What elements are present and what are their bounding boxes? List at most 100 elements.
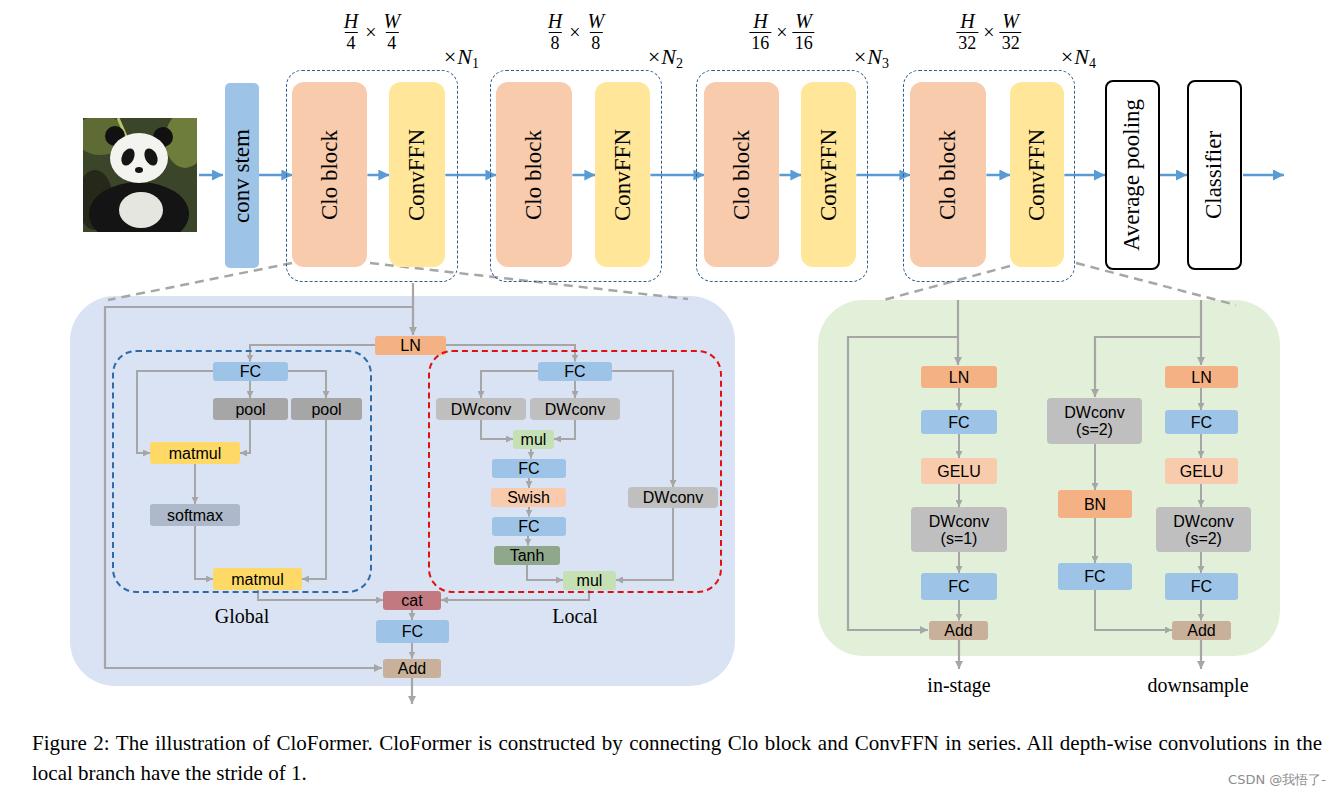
resolution-label: H16× W16 bbox=[749, 11, 814, 53]
dwconv-box: DWconv bbox=[530, 398, 620, 420]
arrow-connector bbox=[1200, 434, 1202, 458]
zoom-line bbox=[108, 263, 292, 300]
arrow-connector bbox=[530, 449, 532, 459]
mul-box: mul bbox=[563, 571, 616, 590]
softmax-box: softmax bbox=[150, 504, 240, 526]
block-label: Average pooling bbox=[1120, 99, 1146, 251]
block-label: DWconv (s=2) bbox=[1051, 404, 1138, 438]
block-label: matmul bbox=[231, 571, 283, 588]
repeat-subscript: 3 bbox=[882, 56, 889, 71]
arrow-connector bbox=[1160, 174, 1187, 177]
fraction-numerator: W bbox=[1000, 11, 1021, 32]
block-label: ConvFFN bbox=[610, 129, 636, 221]
panda-nose bbox=[135, 167, 143, 173]
fraction: W32 bbox=[1000, 11, 1022, 53]
block-label: FC bbox=[1191, 414, 1212, 431]
arrow-connector bbox=[1064, 174, 1105, 177]
matmul-box: matmul bbox=[150, 442, 240, 464]
block-label: Swish bbox=[507, 489, 550, 506]
column-label: downsample bbox=[1147, 674, 1248, 697]
block-label: matmul bbox=[169, 445, 221, 462]
block-label: mul bbox=[521, 431, 547, 448]
block-label: softmax bbox=[167, 507, 223, 524]
repeat-subscript: 2 bbox=[676, 56, 683, 71]
watermark: CSDN @我悟了- bbox=[1228, 772, 1326, 788]
repeat-label: ×N3 bbox=[852, 44, 889, 71]
fraction: H16 bbox=[749, 11, 771, 53]
stage-group: Clo blockConvFFNH16×W16×N3 bbox=[696, 70, 868, 282]
norm-box: LN bbox=[921, 366, 997, 388]
add-box: Add bbox=[383, 659, 441, 678]
repeat-count: ×N bbox=[646, 44, 676, 69]
figure-caption: Figure 2: The illustration of CloFormer.… bbox=[32, 728, 1322, 788]
fraction: W16 bbox=[793, 11, 815, 53]
add-box: Add bbox=[1172, 621, 1231, 640]
block-label: GELU bbox=[1180, 463, 1224, 480]
fraction-numerator: H bbox=[751, 11, 769, 32]
arrow-connector bbox=[1200, 600, 1202, 621]
fraction-denominator: 8 bbox=[589, 32, 602, 53]
fc-box: FC bbox=[1165, 410, 1238, 434]
fraction-denominator: 16 bbox=[749, 32, 771, 53]
stage-group: Clo blockConvFFNH4×W4×N1 bbox=[286, 70, 458, 282]
head-block: Average pooling bbox=[1105, 80, 1160, 270]
arrow-connector bbox=[1200, 552, 1202, 573]
dwconv-box: DWconv bbox=[628, 487, 718, 508]
block-label: FC bbox=[518, 518, 539, 535]
branch-group: FCDWconvDWconvmulFCSwishFCTanhmulDWconvL… bbox=[428, 350, 722, 593]
arrow-connector bbox=[481, 371, 538, 398]
arrow-connector bbox=[958, 434, 960, 458]
arrow-connector bbox=[367, 174, 389, 177]
block-label: LN bbox=[949, 369, 969, 386]
fraction: H4 bbox=[342, 11, 360, 53]
resolution-label: H32×W32 bbox=[956, 11, 1021, 53]
fc-box: FC bbox=[492, 459, 566, 478]
block-label: DWconv (s=1) bbox=[915, 513, 1003, 547]
block-label: ConvFFN bbox=[1024, 129, 1050, 221]
input-arrow bbox=[199, 174, 223, 177]
fraction-numerator: H bbox=[342, 11, 360, 32]
block-label: FC bbox=[402, 623, 423, 640]
arrow-connector bbox=[528, 478, 530, 489]
clo-block: Clo block bbox=[704, 82, 779, 267]
fraction: H8 bbox=[546, 11, 564, 53]
activation-box: GELU bbox=[921, 458, 997, 484]
add-box: Add bbox=[929, 621, 988, 640]
arrow-connector bbox=[779, 174, 801, 177]
arrow-connector bbox=[527, 536, 529, 546]
fc-box: FC bbox=[213, 362, 288, 381]
fc-box: FC bbox=[376, 620, 449, 643]
arrow-connector bbox=[240, 420, 250, 453]
mul-box: mul bbox=[513, 430, 554, 449]
convffn-block: ConvFFN bbox=[1010, 82, 1064, 267]
block-label: DWconv (s=2) bbox=[1160, 513, 1247, 547]
block-label: DWconv bbox=[545, 401, 605, 418]
arrow-connector bbox=[288, 371, 326, 398]
block-label: DWconv bbox=[643, 489, 703, 506]
dwconv-box: DWconv (s=1) bbox=[911, 507, 1007, 552]
block-label: Add bbox=[398, 660, 426, 677]
fraction-numerator: H bbox=[546, 11, 564, 32]
panda-eye bbox=[119, 146, 137, 167]
activation-box: GELU bbox=[1165, 458, 1238, 484]
block-label: Clo block bbox=[935, 130, 961, 220]
block-label: FC bbox=[564, 363, 585, 380]
fc-box: FC bbox=[921, 573, 997, 600]
group-label: Local bbox=[552, 605, 598, 628]
times-sign: × bbox=[569, 21, 580, 43]
input-wire bbox=[1200, 300, 1202, 365]
clo-block: Clo block bbox=[292, 82, 367, 267]
repeat-count: ×N bbox=[852, 44, 882, 69]
fraction-denominator: 4 bbox=[345, 32, 358, 53]
resolution-label: H4×W4 bbox=[342, 11, 402, 53]
stem-block: conv stem bbox=[225, 83, 259, 268]
convffn-block: ConvFFN bbox=[389, 82, 445, 267]
block-label: FC bbox=[518, 460, 539, 477]
output-wire bbox=[411, 678, 413, 704]
times-sign: × bbox=[983, 21, 994, 43]
arrow-connector bbox=[1200, 388, 1202, 410]
arrow-connector bbox=[137, 371, 213, 453]
repeat-subscript: 4 bbox=[1089, 56, 1096, 71]
times-sign: × bbox=[776, 21, 787, 43]
